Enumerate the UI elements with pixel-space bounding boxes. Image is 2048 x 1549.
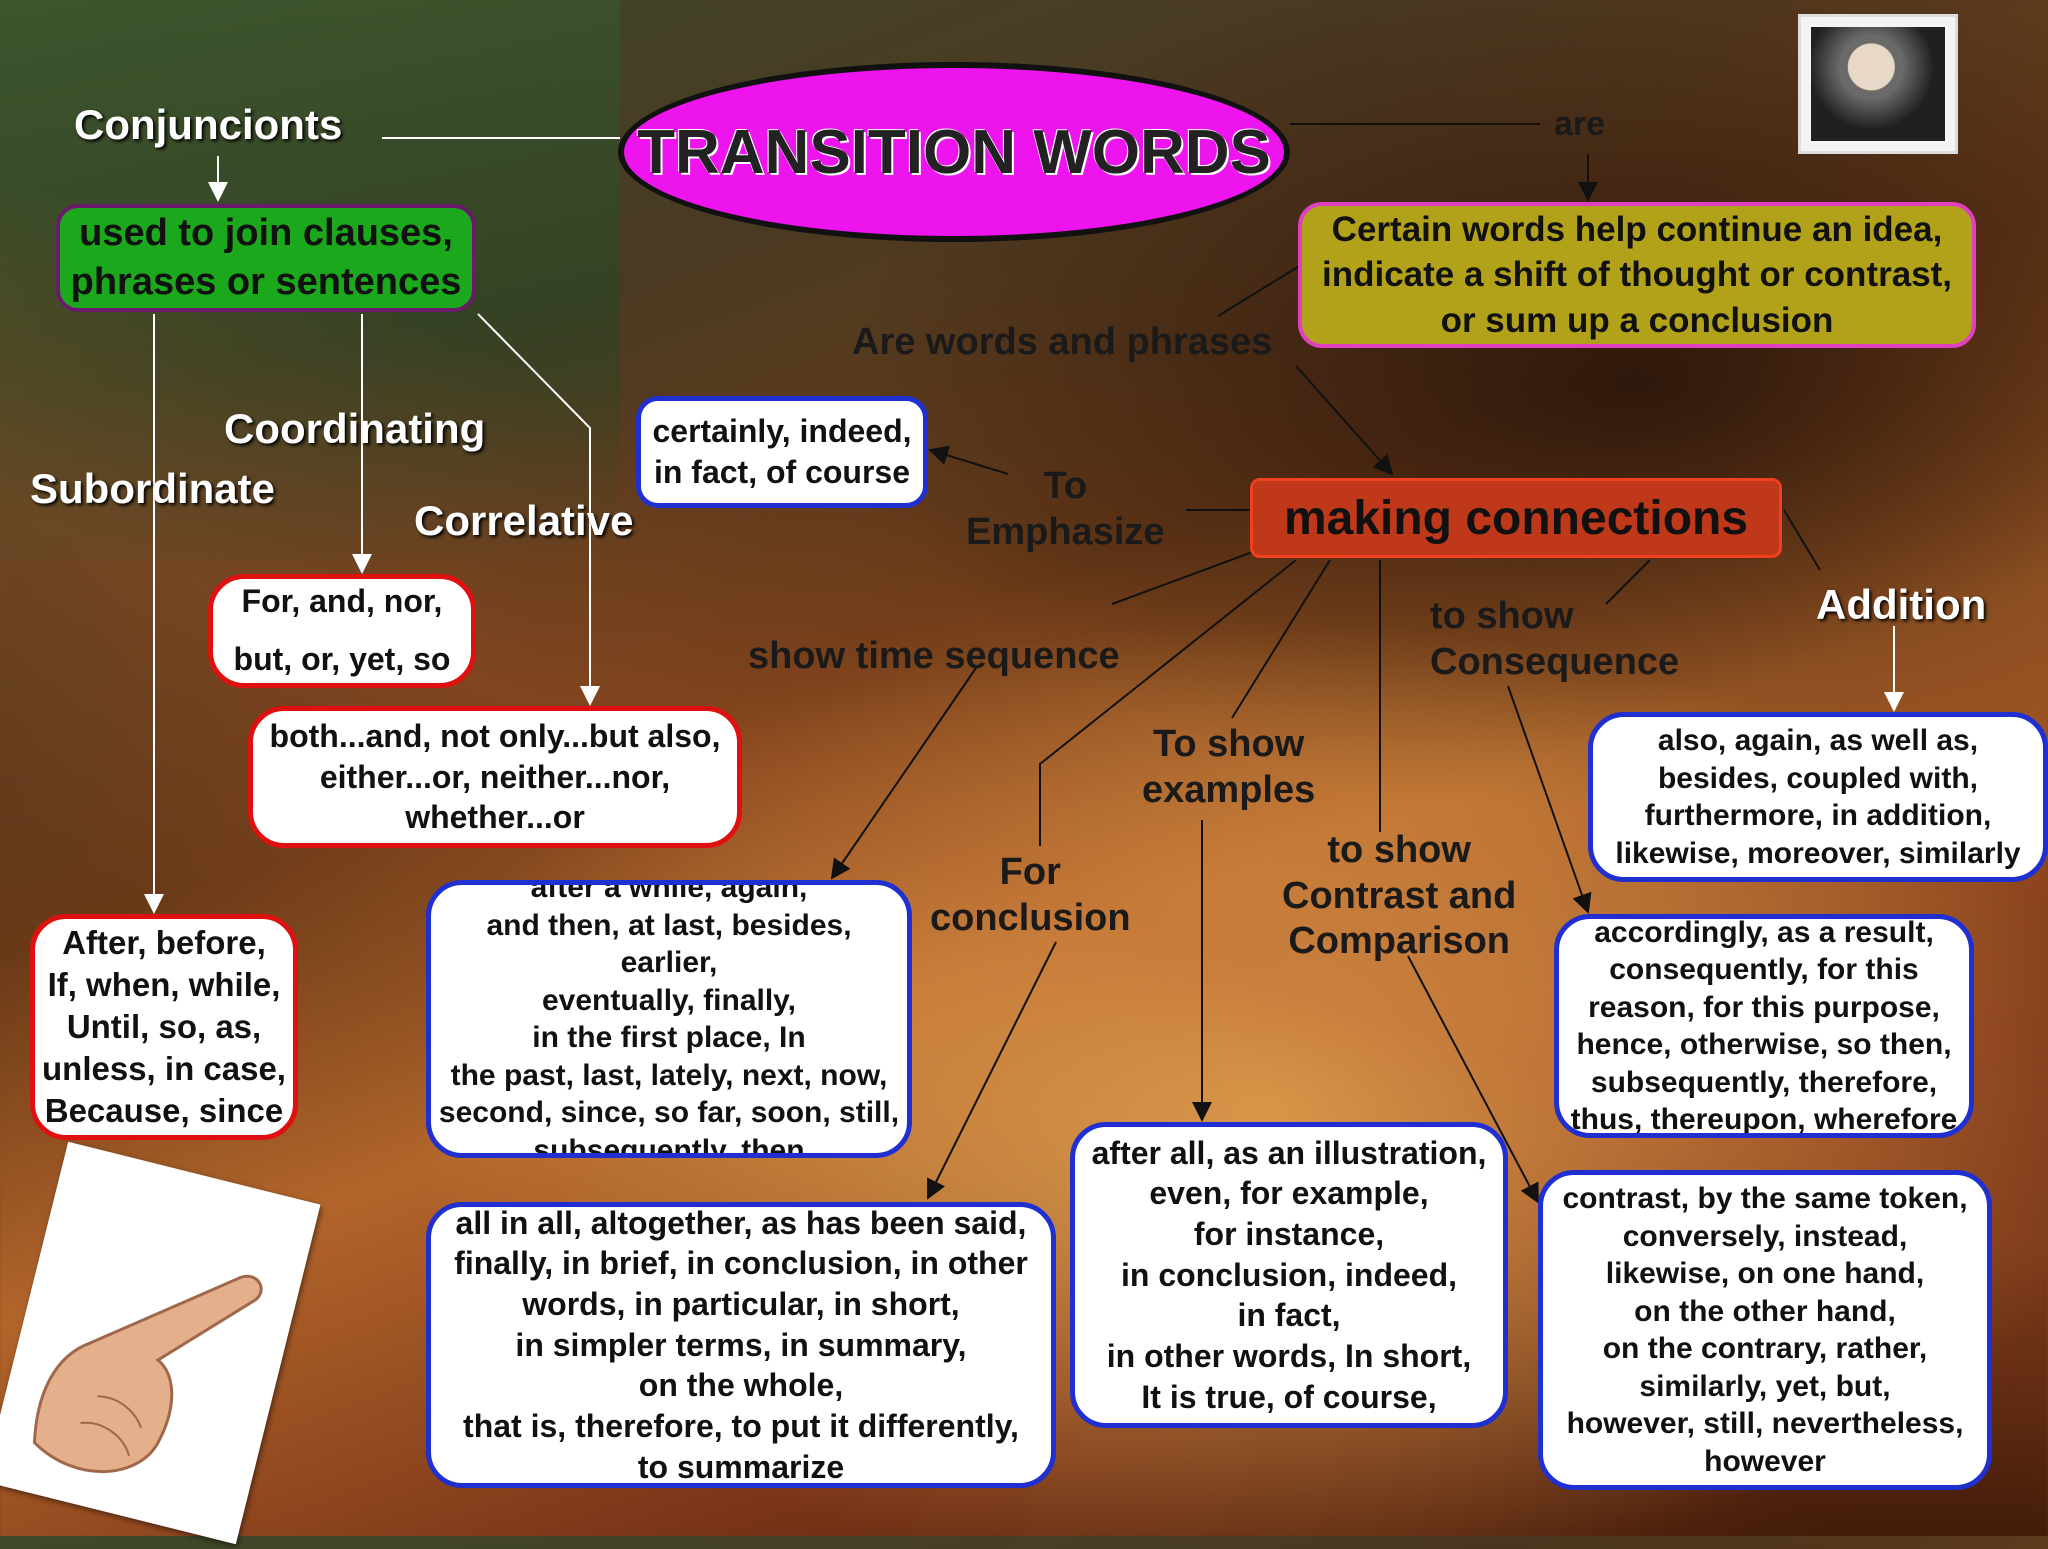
subordinate-examples-box: After, before, If, when, while, Until, s…: [30, 914, 298, 1140]
arrow-correlative: [477, 313, 600, 706]
coordinating-examples-box: For, and, nor, but, or, yet, so: [208, 574, 476, 688]
making-connections-label: making connections: [1283, 491, 1749, 545]
conclusion-examples-box: all in all, altogether, as has been said…: [426, 1202, 1056, 1488]
consequence-label: to show Consequence: [1430, 595, 1680, 683]
line-connections-addition: [1783, 509, 1821, 571]
addition-label: Addition: [1816, 581, 1987, 628]
arrow-emphasize-box: [928, 445, 1009, 475]
contrast-examples-box: contrast, by the same token, conversely,…: [1538, 1170, 1992, 1490]
line-connections-conclusion: [1039, 559, 1297, 846]
correlative-label: Correlative: [414, 497, 634, 544]
transition-definition-box: Certain words help continue an idea, ind…: [1298, 202, 1976, 348]
page-title: TRANSITION WORDS: [637, 117, 1271, 187]
arrow-contrast-box: [1407, 955, 1539, 1204]
words-phrases-label: Are words and phrases: [852, 321, 1273, 363]
time-sequence-examples-box: after a while, again, and then, at last,…: [426, 880, 912, 1158]
title-oval: TRANSITION WORDS: [618, 62, 1290, 242]
addition-examples-box: also, again, as well as, besides, couple…: [1588, 712, 2048, 882]
line-definition-words: [1217, 261, 1307, 317]
subordinate-label: Subordinate: [30, 465, 276, 512]
time-sequence-label: show time sequence: [748, 635, 1120, 677]
arrow-time-box: [830, 667, 977, 880]
pointing-hand-image: [0, 1141, 321, 1545]
making-connections-box: making connections: [1250, 478, 1782, 558]
examples-label: To show examples: [1142, 723, 1316, 811]
contrast-label: to show Contrast and Comparison: [1282, 829, 1517, 963]
reading-child-photo: [1798, 14, 1958, 154]
examples-examples-box: after all, as an illustration, even, for…: [1070, 1122, 1508, 1428]
arrow-consequence-box: [1507, 685, 1592, 914]
line-connections-examples: [1231, 559, 1331, 719]
conclusion-label: For conclusion: [930, 851, 1131, 939]
conjunctions-definition-box: used to join clauses, phrases or sentenc…: [56, 204, 476, 312]
emphasize-examples-box: certainly, indeed, in fact, of course: [636, 396, 928, 508]
emphasize-label: To Emphasize: [966, 465, 1165, 553]
coordinating-label: Coordinating: [224, 405, 486, 452]
line-connections-time: [1111, 549, 1259, 605]
are-label: are: [1554, 105, 1606, 143]
arrow-conclusion-box: [927, 941, 1057, 1200]
arrow-words-connections: [1295, 365, 1394, 476]
line-connections-consequence: [1605, 559, 1651, 605]
consequence-examples-box: accordingly, as a result, consequently, …: [1554, 914, 1974, 1138]
conjunctions-label: Conjuncionts: [74, 101, 343, 148]
pointing-hand-icon: [32, 1274, 263, 1474]
correlative-examples-box: both...and, not only...but also, either.…: [248, 706, 742, 848]
